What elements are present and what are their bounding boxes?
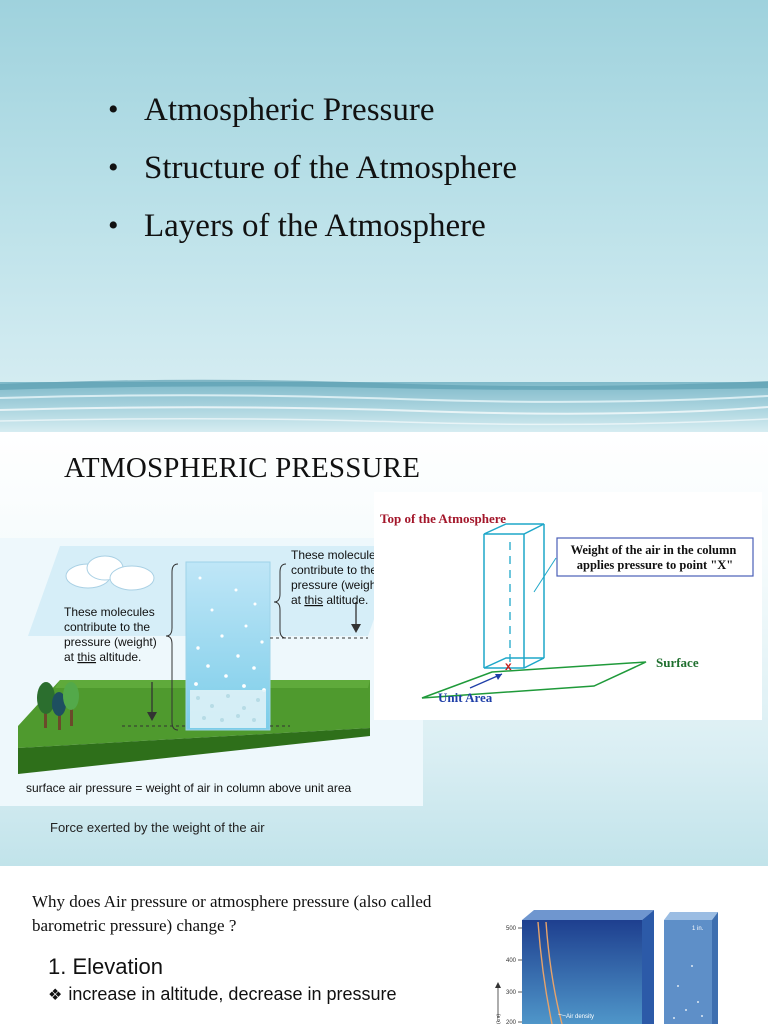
cloud-icon <box>65 555 155 591</box>
air-density-label: Air density <box>566 1014 594 1020</box>
altitude-axis-label: (km) <box>496 1014 502 1024</box>
surface-pressure-formula: surface air pressure = weight of air in … <box>26 781 351 795</box>
svg-text:These molecules contri: These molecules contribute to the pressu… <box>64 605 160 664</box>
altitude-tick-label: 200 <box>506 1020 517 1024</box>
tree-icon <box>37 682 79 730</box>
air-column-svg: These molecules contribute to the pressu… <box>18 546 400 795</box>
air-density-svg: 500 400 300 200 Air density 1 in. (km) <box>495 910 718 1024</box>
agenda-bullet: • Structure of the Atmosphere <box>108 144 517 202</box>
slide-atmospheric-pressure: ATMOSPHERIC PRESSURE <box>0 432 768 866</box>
lower-molecules-label-emphasis: this <box>77 650 96 664</box>
altitude-tick-label: 400 <box>506 958 517 964</box>
lower-molecules-label-line: These molecules <box>64 605 155 619</box>
agenda-bullet-text: Layers of the Atmosphere <box>144 208 486 244</box>
upper-molecules-label-line: altitude. <box>323 593 368 607</box>
upper-molecules-label-line: These molecules <box>291 548 382 562</box>
svg-text:Weight of the air in the colum: Weight of the air in the column applies … <box>571 543 740 572</box>
point-x-mark: x <box>505 659 512 673</box>
elevation-heading: 1. Elevation <box>48 954 163 979</box>
upper-molecules-label-line: contribute to the <box>291 563 377 577</box>
column-side-label: 1 in. <box>692 926 704 932</box>
bullet-dot-icon: • <box>108 151 119 184</box>
lower-molecules-label-line: pressure (weight) <box>64 635 157 649</box>
slide-agenda: • Atmospheric Pressure • Structure of the … <box>0 0 768 432</box>
agenda-bullet: • Atmospheric Pressure <box>108 86 517 144</box>
elevation-point-text: increase in altitude, decrease in pressu… <box>68 984 397 1004</box>
svg-text:These molecules contri: These molecules contribute to the pressu… <box>291 548 387 607</box>
air-column-illustration: These molecules contribute to the pressu… <box>0 538 423 806</box>
column-weight-note-line: applies pressure to point "X" <box>577 558 734 572</box>
air-density-altitude-figure: 500 400 300 200 Air density 1 in. (km) <box>492 906 732 1024</box>
unit-area-column-diagram: Top of the Atmosphere x Weight of the ai… <box>374 492 762 720</box>
bullet-dot-icon: • <box>108 209 119 242</box>
bullet-dot-icon: • <box>108 93 119 126</box>
lower-molecules-label-line: contribute to the <box>64 620 150 634</box>
upper-molecules-label-line: at <box>291 593 304 607</box>
pressure-change-question: Why does Air pressure or atmosphere pres… <box>32 892 432 935</box>
up-arrow-icon <box>495 982 501 988</box>
unit-area-label: Unit Area <box>438 690 493 705</box>
agenda-bullet-list: • Atmospheric Pressure • Structure of the … <box>108 86 517 260</box>
surface-label: Surface <box>656 655 699 670</box>
slide-pressure-change: Why does Air pressure or atmosphere pres… <box>0 866 768 1024</box>
diamond-bullet-icon: ❖ <box>48 987 63 1004</box>
figure-caption: Force exerted by the weight of the air <box>50 820 265 835</box>
agenda-bullet: • Layers of the Atmosphere <box>108 202 517 260</box>
upper-molecules-label-emphasis: this <box>304 593 323 607</box>
slide-title: ATMOSPHERIC PRESSURE <box>64 452 421 484</box>
agenda-bullet-text: Structure of the Atmosphere <box>144 150 517 186</box>
altitude-tick-label: 500 <box>506 926 517 932</box>
column-weight-note-line: Weight of the air in the column <box>571 543 737 557</box>
upper-molecules-label-line: pressure (weight) <box>291 578 384 592</box>
lower-molecules-label-line: at <box>64 650 77 664</box>
agenda-bullet-text: Atmospheric Pressure <box>144 92 435 128</box>
sea-horizon-decoration <box>0 379 768 432</box>
top-of-atmosphere-label: Top of the Atmosphere <box>380 511 506 526</box>
unit-area-svg: Top of the Atmosphere x Weight of the ai… <box>380 511 754 705</box>
elevation-point: ❖ increase in altitude, decrease in press… <box>48 984 397 1005</box>
altitude-tick-label: 300 <box>506 990 517 996</box>
lower-molecules-label-line: altitude. <box>96 650 141 664</box>
